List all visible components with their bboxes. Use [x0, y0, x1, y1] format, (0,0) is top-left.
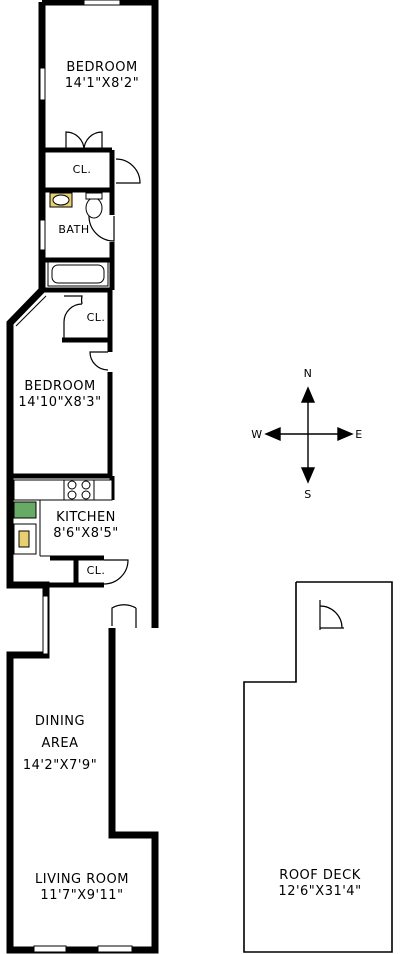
roof-deck-name: ROOF DECK [279, 868, 361, 883]
outer-walls [6, 0, 159, 954]
kitchen-fixtures [13, 479, 113, 557]
compass-south: S [304, 488, 312, 501]
bath-label: BATH [58, 223, 90, 236]
roof-deck-size: 12'6"X31'4" [278, 884, 362, 899]
bedroom-1-size: 14'1"X8'2" [64, 76, 140, 91]
bedroom-2-name: BEDROOM [24, 379, 96, 394]
bedroom-1-name: BEDROOM [66, 60, 138, 75]
living-room-label: LIVING ROOM 11'7"X9'11" [20, 872, 144, 904]
kitchen-label: KITCHEN 8'6"X8'5" [40, 510, 132, 542]
kitchen-size: 8'6"X8'5" [53, 526, 119, 541]
corner-detail [15, 295, 47, 327]
living-room-name: LIVING ROOM [35, 872, 129, 887]
compass-icon [264, 386, 354, 484]
kitchen-name: KITCHEN [56, 510, 116, 525]
living-room-size: 11'7"X9'11" [40, 888, 124, 903]
closet-2-label: CL. [86, 311, 106, 324]
closet-3-label: CL. [86, 564, 106, 577]
compass-east: E [355, 428, 363, 441]
door-swings [63, 131, 141, 628]
dining-name2: AREA [41, 736, 79, 751]
bath-fixtures [47, 192, 109, 287]
closet-1-label: CL. [72, 163, 92, 176]
dining-label: DINING AREA 14'2"X7'9" [10, 714, 110, 774]
bedroom-1-label: BEDROOM 14'1"X8'2" [48, 60, 156, 92]
bedroom-2-label: BEDROOM 14'10"X8'3" [4, 379, 116, 411]
compass-west: W [251, 428, 263, 441]
roof-deck-label: ROOF DECK 12'6"X31'4" [264, 868, 376, 900]
dining-name: DINING [34, 714, 86, 729]
roof-deck-door [319, 600, 344, 630]
windows [33, 0, 133, 953]
compass-north: N [303, 367, 313, 380]
dining-size: 14'2"X7'9" [22, 758, 98, 773]
roof-deck-outline [243, 581, 393, 953]
bedroom-2-size: 14'10"X8'3" [18, 395, 102, 410]
